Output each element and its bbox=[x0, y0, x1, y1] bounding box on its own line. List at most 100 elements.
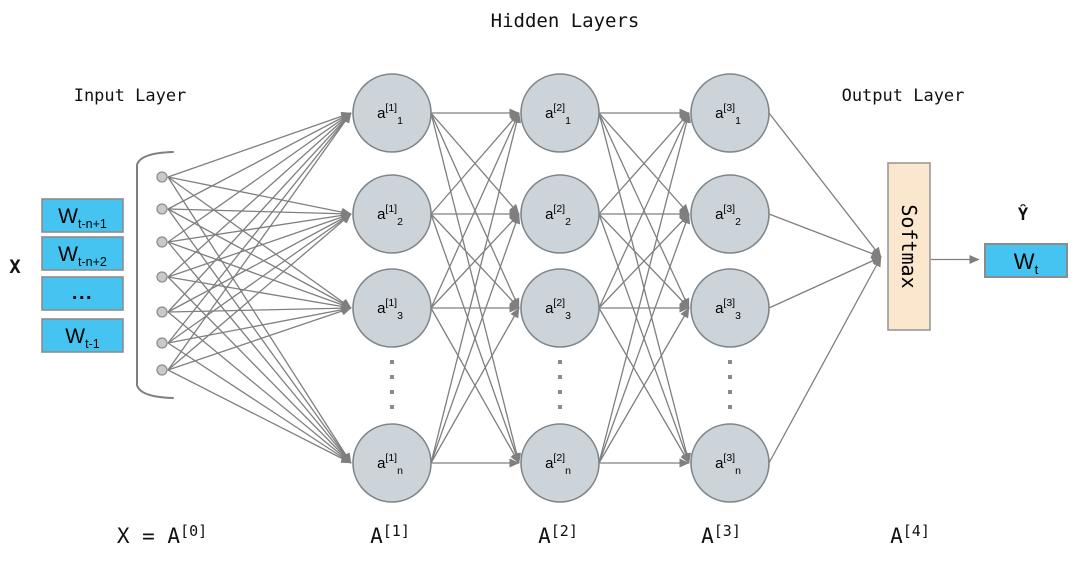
hidden-node-label: a[2]2 bbox=[545, 203, 571, 228]
input-node bbox=[156, 364, 168, 376]
input-node bbox=[156, 271, 168, 283]
hidden-node bbox=[520, 268, 600, 348]
hidden-node bbox=[352, 73, 432, 153]
input-word-box bbox=[41, 236, 124, 271]
output-layer-label: Output Layer bbox=[841, 86, 965, 106]
edge bbox=[598, 112, 690, 309]
edge bbox=[167, 208, 352, 219]
softmax-label: Softmax bbox=[897, 204, 921, 288]
output-word-label: Wt bbox=[1014, 249, 1039, 277]
edge bbox=[768, 112, 882, 258]
input-node bbox=[156, 306, 168, 318]
ellipsis-dot bbox=[728, 375, 732, 379]
edge bbox=[598, 213, 690, 309]
ellipsis-dot bbox=[728, 390, 732, 394]
input-word-label: Wt-n+1 bbox=[58, 205, 107, 231]
output-word-box bbox=[984, 243, 1068, 278]
ellipsis-dot bbox=[390, 375, 394, 379]
hidden-node-label: a[3]2 bbox=[715, 203, 741, 228]
edge bbox=[167, 369, 352, 464]
formula-superscript: [2] bbox=[550, 522, 578, 540]
edges bbox=[167, 108, 980, 468]
edge bbox=[167, 213, 352, 313]
edge bbox=[598, 112, 690, 215]
hidden-node-label: a[1]1 bbox=[377, 102, 403, 127]
edge bbox=[430, 213, 521, 464]
edge bbox=[167, 303, 352, 313]
hidden-node-label: a[1]2 bbox=[377, 203, 403, 228]
formula-superscript: [3] bbox=[713, 522, 741, 540]
hidden-node-label: a[3]n bbox=[715, 452, 741, 477]
edge bbox=[167, 276, 352, 464]
ellipsis-dot bbox=[728, 360, 732, 364]
formula-label: X = A[0] bbox=[116, 522, 208, 548]
hidden-node bbox=[520, 423, 600, 503]
input-node bbox=[156, 203, 168, 215]
input-bracket bbox=[136, 151, 174, 399]
input-word-box bbox=[41, 276, 124, 311]
hidden-node bbox=[690, 423, 770, 503]
edge bbox=[430, 213, 520, 309]
formula-superscript: [1] bbox=[382, 522, 410, 540]
edge bbox=[167, 208, 352, 309]
hidden-node-label: a[3]1 bbox=[715, 102, 741, 127]
hidden-node-label: a[2]1 bbox=[545, 102, 571, 127]
diagram-title: Hidden Layers bbox=[490, 10, 640, 32]
edge bbox=[430, 112, 520, 215]
hidden-node-label: a[2]n bbox=[545, 452, 571, 477]
edge bbox=[167, 311, 352, 464]
edge bbox=[167, 213, 352, 371]
formula-base: A bbox=[538, 524, 551, 548]
edge bbox=[167, 176, 352, 464]
edge bbox=[430, 307, 520, 464]
edge bbox=[167, 112, 352, 313]
edge bbox=[768, 213, 882, 258]
ellipsis-dot bbox=[558, 360, 562, 364]
formula-label: A[1] bbox=[370, 522, 410, 548]
formula-base: A bbox=[701, 524, 714, 548]
hidden-node bbox=[690, 73, 770, 153]
edge bbox=[167, 208, 352, 464]
ellipsis-dot bbox=[390, 360, 394, 364]
edge bbox=[598, 213, 691, 464]
edge bbox=[167, 306, 352, 371]
edge bbox=[167, 112, 352, 278]
formula-superscript: [0] bbox=[180, 522, 208, 540]
input-layer-label: Input Layer bbox=[73, 86, 187, 106]
edge bbox=[167, 112, 352, 243]
ellipsis-dot bbox=[558, 375, 562, 379]
edge bbox=[598, 307, 690, 464]
edge bbox=[598, 112, 691, 464]
hidden-node bbox=[352, 268, 432, 348]
y-hat-label: Ŷ bbox=[1017, 205, 1029, 225]
hidden-node-label: a[3]3 bbox=[715, 297, 741, 322]
edge bbox=[768, 256, 882, 309]
formula-superscript: [4] bbox=[902, 522, 930, 540]
edge bbox=[167, 213, 352, 344]
ellipsis-dot bbox=[728, 405, 732, 409]
x-vector-label: X bbox=[9, 256, 21, 278]
formula-base: A bbox=[890, 524, 903, 548]
input-node bbox=[156, 236, 168, 248]
edge bbox=[167, 342, 352, 464]
edge bbox=[430, 112, 522, 464]
hidden-node bbox=[690, 268, 770, 348]
hidden-node bbox=[520, 73, 600, 153]
input-word-box bbox=[41, 198, 124, 233]
input-word-label: Wt-n+2 bbox=[58, 243, 107, 269]
edge bbox=[167, 112, 352, 210]
formula-base: A bbox=[370, 524, 383, 548]
edge bbox=[167, 212, 352, 278]
formula-base: X = A bbox=[116, 524, 181, 548]
ellipsis-dot bbox=[390, 405, 394, 409]
hidden-node-label: a[2]3 bbox=[545, 297, 571, 322]
input-word-label: Wt-1 bbox=[65, 325, 99, 351]
input-node bbox=[156, 337, 168, 349]
input-word-label: ... bbox=[72, 282, 93, 304]
ellipsis-dot bbox=[558, 405, 562, 409]
softmax-box bbox=[887, 162, 931, 331]
hidden-node bbox=[690, 174, 770, 254]
formula-label: A[3] bbox=[701, 522, 741, 548]
